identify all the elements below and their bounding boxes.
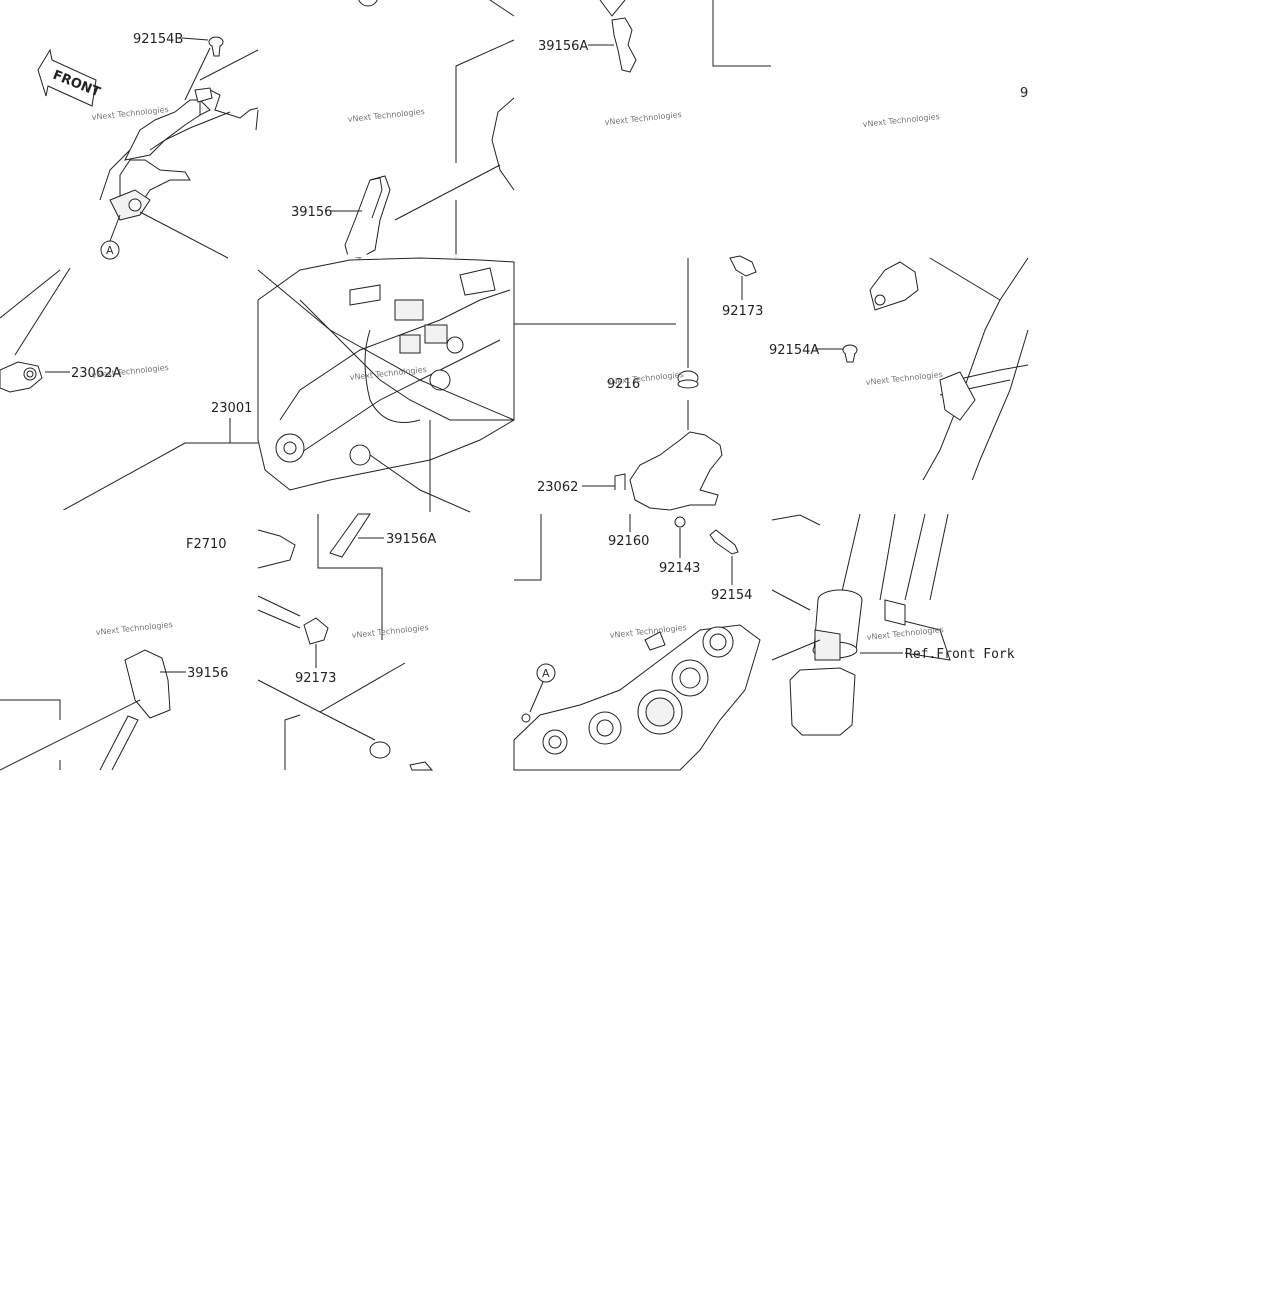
label-92154B: 92154B	[133, 32, 183, 47]
bracket-23062	[582, 431, 723, 528]
label-F2710: F2710	[186, 537, 227, 552]
screw-92154A	[815, 344, 858, 363]
label-92173-right: 92173	[722, 304, 763, 319]
label-9-top: 9	[1020, 86, 1028, 101]
label-92160: 92160	[608, 534, 649, 549]
watermark-10: vNext Technologies	[351, 623, 429, 640]
watermark-7: vNext Technologies	[606, 370, 684, 387]
grommet-low	[369, 741, 434, 771]
label-92173-low: 92173	[295, 671, 336, 686]
watermark-12: vNext Technologies	[866, 625, 944, 642]
part-39156A-top	[588, 0, 637, 73]
clamp-23062A	[0, 267, 71, 393]
watermark-8: vNext Technologies	[865, 370, 943, 387]
cover-part-39156-low	[0, 649, 186, 771]
label-23062A: 23062A	[71, 366, 121, 381]
strip-39156A-mid	[329, 513, 384, 558]
watermarks: vNext Technologies vNext Technologies vN…	[91, 105, 944, 642]
clamp-right-top	[869, 261, 919, 311]
label-39156-low: 39156	[187, 666, 228, 681]
clip-92173-low	[303, 617, 329, 668]
cover-part-39156	[330, 164, 501, 259]
front-fork-lower	[771, 513, 951, 736]
callout-a-low: A	[529, 663, 556, 713]
callout-a-low-label: A	[542, 667, 550, 680]
watermark-9: vNext Technologies	[95, 620, 173, 637]
label-92143: 92143	[659, 561, 700, 576]
watermark-2: vNext Technologies	[347, 107, 425, 124]
label-23001: 23001	[211, 401, 252, 416]
label-92154: 92154	[711, 588, 752, 603]
steering-stem	[513, 624, 761, 771]
watermark-11: vNext Technologies	[609, 623, 687, 640]
callout-a-top-label: A	[106, 244, 114, 257]
label-ref-front-fork: Ref.Front Fork	[905, 647, 1015, 662]
label-39156A-top: 39156A	[538, 39, 588, 54]
label-39156A-mid: 39156A	[386, 532, 436, 547]
sensor-92173-right	[729, 255, 757, 300]
watermark-4: vNext Technologies	[862, 112, 940, 129]
label-92154A: 92154A	[769, 343, 819, 358]
tile-seams	[0, 254, 1028, 514]
screw-92154B	[181, 36, 224, 57]
meter-assembly	[257, 257, 515, 513]
grommet-9216	[677, 370, 699, 430]
label-9216: 9216	[607, 377, 640, 392]
front-arrow-icon: FRONT	[37, 48, 102, 107]
bracket-assembly-top-left	[99, 47, 259, 259]
callout-a-top: A	[100, 214, 121, 260]
label-39156-mid: 39156	[291, 205, 332, 220]
screw-92154	[709, 529, 739, 585]
front-fork-upper	[904, 257, 1029, 513]
label-23062: 23062	[537, 480, 578, 495]
watermark-3: vNext Technologies	[604, 110, 682, 127]
